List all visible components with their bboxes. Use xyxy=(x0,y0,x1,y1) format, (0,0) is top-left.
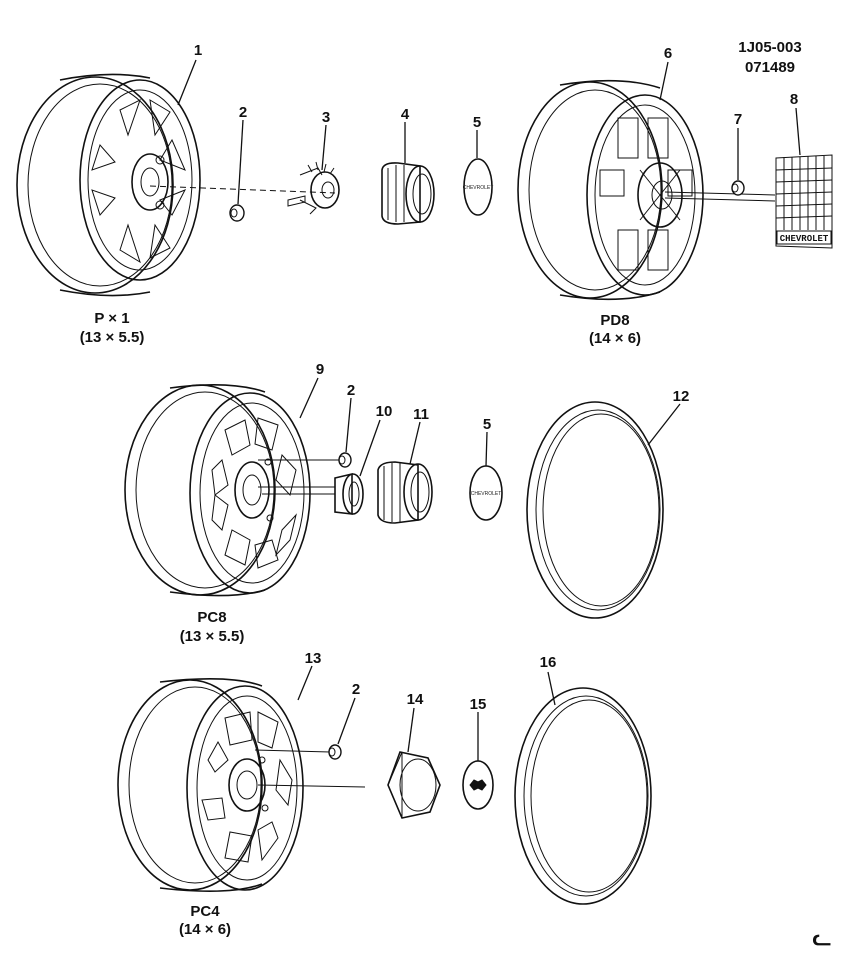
decal-badge-text: CHEVROLET xyxy=(780,234,829,244)
callout-10: 10 xyxy=(376,403,393,420)
cap-ring-pc8 xyxy=(334,472,364,515)
caption-px1-size: (13 × 5.5) xyxy=(80,329,145,346)
callout-5-pc8: 5 xyxy=(483,416,491,433)
callout-2-pc4: 2 xyxy=(352,681,360,698)
callout-5-px1: 5 xyxy=(473,114,481,131)
callout-13: 13 xyxy=(305,650,322,667)
leader-lines xyxy=(177,59,801,761)
callout-14: 14 xyxy=(407,691,424,708)
emblem-pc8-text: CHEVROLET xyxy=(471,491,502,497)
trim-ring-pc4 xyxy=(514,687,652,905)
wheel-px1 xyxy=(16,73,201,297)
caption-pc4-code: PC4 xyxy=(190,903,220,920)
wheel-pc8 xyxy=(124,384,311,597)
emblem-px1-text: CHEVROLET xyxy=(463,185,494,191)
caption-px1-code: P × 1 xyxy=(94,310,129,327)
callout-8: 8 xyxy=(790,91,798,108)
callout-9: 9 xyxy=(316,361,324,378)
caption-pd8-size: (14 × 6) xyxy=(589,330,641,347)
callout-3: 3 xyxy=(322,109,330,126)
caption-pc8-code: PC8 xyxy=(197,609,226,626)
emblem-pc8: CHEVROLET xyxy=(469,465,503,521)
emblem-px1: CHEVROLET xyxy=(463,158,494,216)
callout-6: 6 xyxy=(664,45,672,62)
caption-pc8-size: (13 × 5.5) xyxy=(180,628,245,645)
emblem-pc4 xyxy=(462,760,494,810)
chevrolet-decal: CHEVROLET xyxy=(775,154,833,249)
callout-1: 1 xyxy=(194,42,202,59)
caption-pc4-size: (14 × 6) xyxy=(179,921,231,938)
callout-12: 12 xyxy=(673,388,690,405)
wheel-pd8 xyxy=(517,79,704,301)
trim-ring-pc8 xyxy=(526,401,664,619)
callout-11: 11 xyxy=(413,406,429,423)
caption-pd8-code: PD8 xyxy=(600,312,629,329)
callout-2-px1: 2 xyxy=(239,104,247,121)
diagram-reference-code: 1J05-003 xyxy=(738,39,801,56)
lug-nut-pc4 xyxy=(328,744,342,760)
center-cap-pc8 xyxy=(377,461,433,524)
wheel-pc4 xyxy=(117,678,304,892)
lug-nut-px1 xyxy=(229,204,245,222)
callout-4: 4 xyxy=(401,106,410,123)
callout-7: 7 xyxy=(734,111,742,128)
diagram-reference-date: 071489 xyxy=(745,59,795,76)
center-cap-px1 xyxy=(381,162,435,225)
callout-2-pc8: 2 xyxy=(347,382,355,399)
lug-nut-pd8 xyxy=(731,180,745,196)
corner-mark-icon: ᓚ xyxy=(813,925,832,950)
cap-retainer-px1 xyxy=(287,161,340,215)
callout-15: 15 xyxy=(470,696,487,713)
callout-16: 16 xyxy=(540,654,557,671)
lug-nut-pc8 xyxy=(338,452,352,468)
center-cap-pc4 xyxy=(387,751,441,819)
